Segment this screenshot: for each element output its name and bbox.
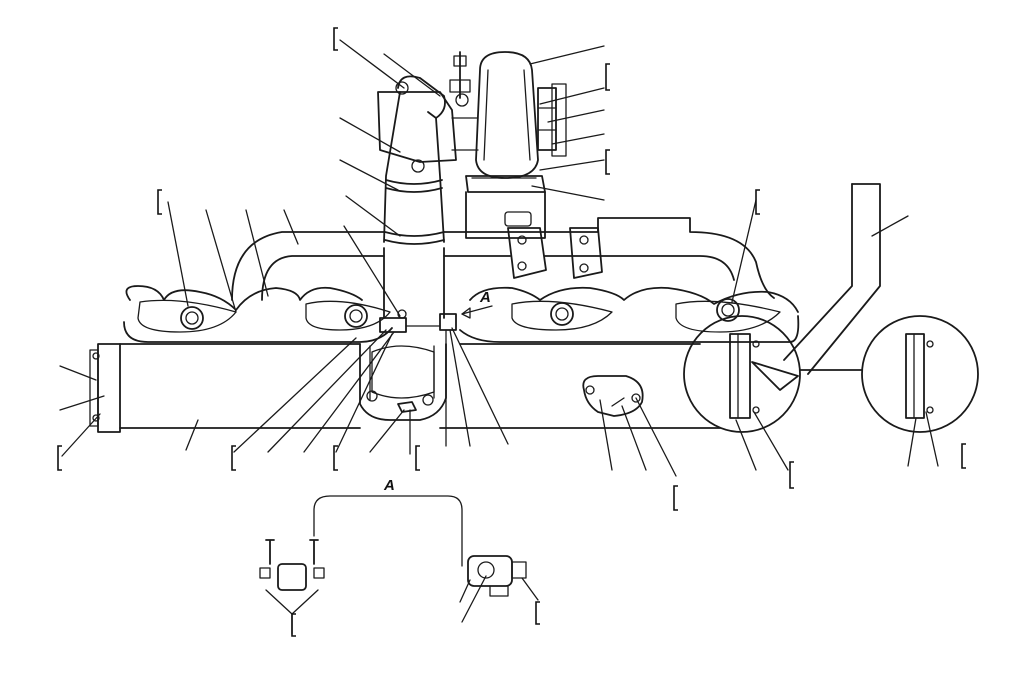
inlet-elbow-pipe xyxy=(383,75,446,319)
reference-brackets xyxy=(57,27,966,637)
detail-view-a: A xyxy=(259,477,539,635)
view-a-indicator: A xyxy=(461,289,493,319)
exhaust-manifold-upper xyxy=(231,217,775,301)
turbocharger xyxy=(377,51,567,239)
exhaust-manifold-lower xyxy=(89,309,721,433)
exhaust-port-row xyxy=(123,285,800,343)
view-a-label-detail: A xyxy=(383,477,395,494)
view-a-label-main: A xyxy=(479,289,491,306)
right-end-detail xyxy=(683,183,979,433)
manifold-bolt xyxy=(550,302,574,326)
manifold-bolt xyxy=(716,298,740,322)
manifold-bolt xyxy=(344,304,368,328)
callout-leaders xyxy=(59,39,939,477)
manifold-bolt xyxy=(180,306,204,330)
